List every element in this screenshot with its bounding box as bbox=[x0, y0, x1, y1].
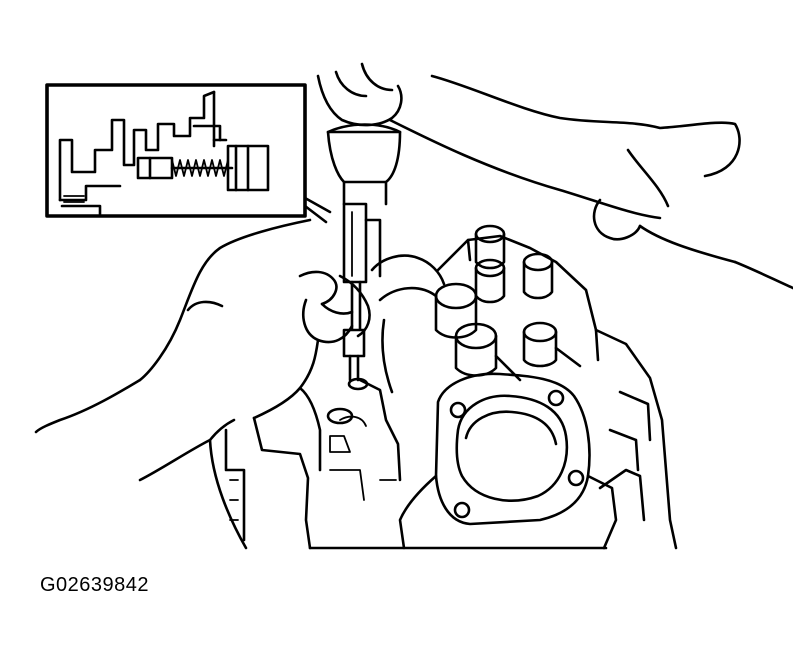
left-hand-holding-pin bbox=[34, 218, 371, 482]
transmission-housing bbox=[208, 224, 678, 550]
figure-code: G02639842 bbox=[40, 574, 150, 596]
punch-tool bbox=[326, 123, 402, 382]
right-hand-holding-tool bbox=[316, 62, 793, 290]
inset-detail-view bbox=[45, 83, 332, 224]
